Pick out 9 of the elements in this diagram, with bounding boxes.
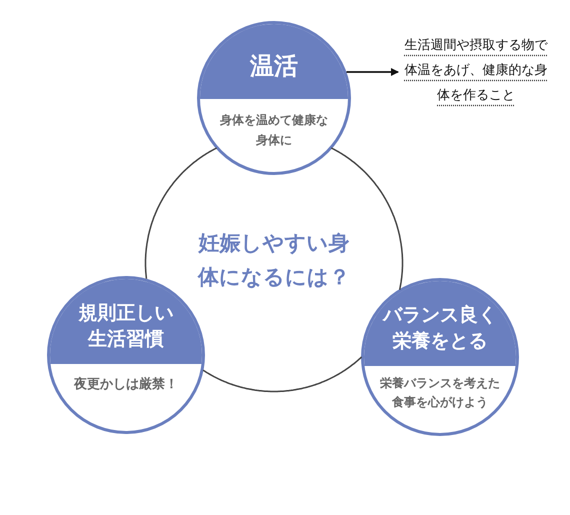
note-text: 生活週間や摂取する物で体温をあげ、健康的な身体を作ること <box>400 33 552 108</box>
topic-heading: 規則正しい生活習慣 <box>77 301 174 352</box>
topic-description: 身体を温めて健康な身体に <box>219 112 329 149</box>
topic-heading: 温活 <box>248 51 299 82</box>
arrow <box>346 68 399 76</box>
topic-description: 栄養バランスを考えた食事を心がけよう <box>379 375 501 411</box>
center-question: 妊娠しやすい身体になるには？ <box>189 226 359 294</box>
topic-description: 夜更かしは厳禁！ <box>72 376 179 394</box>
topic-heading: バランス良く栄養をとる <box>381 303 498 354</box>
